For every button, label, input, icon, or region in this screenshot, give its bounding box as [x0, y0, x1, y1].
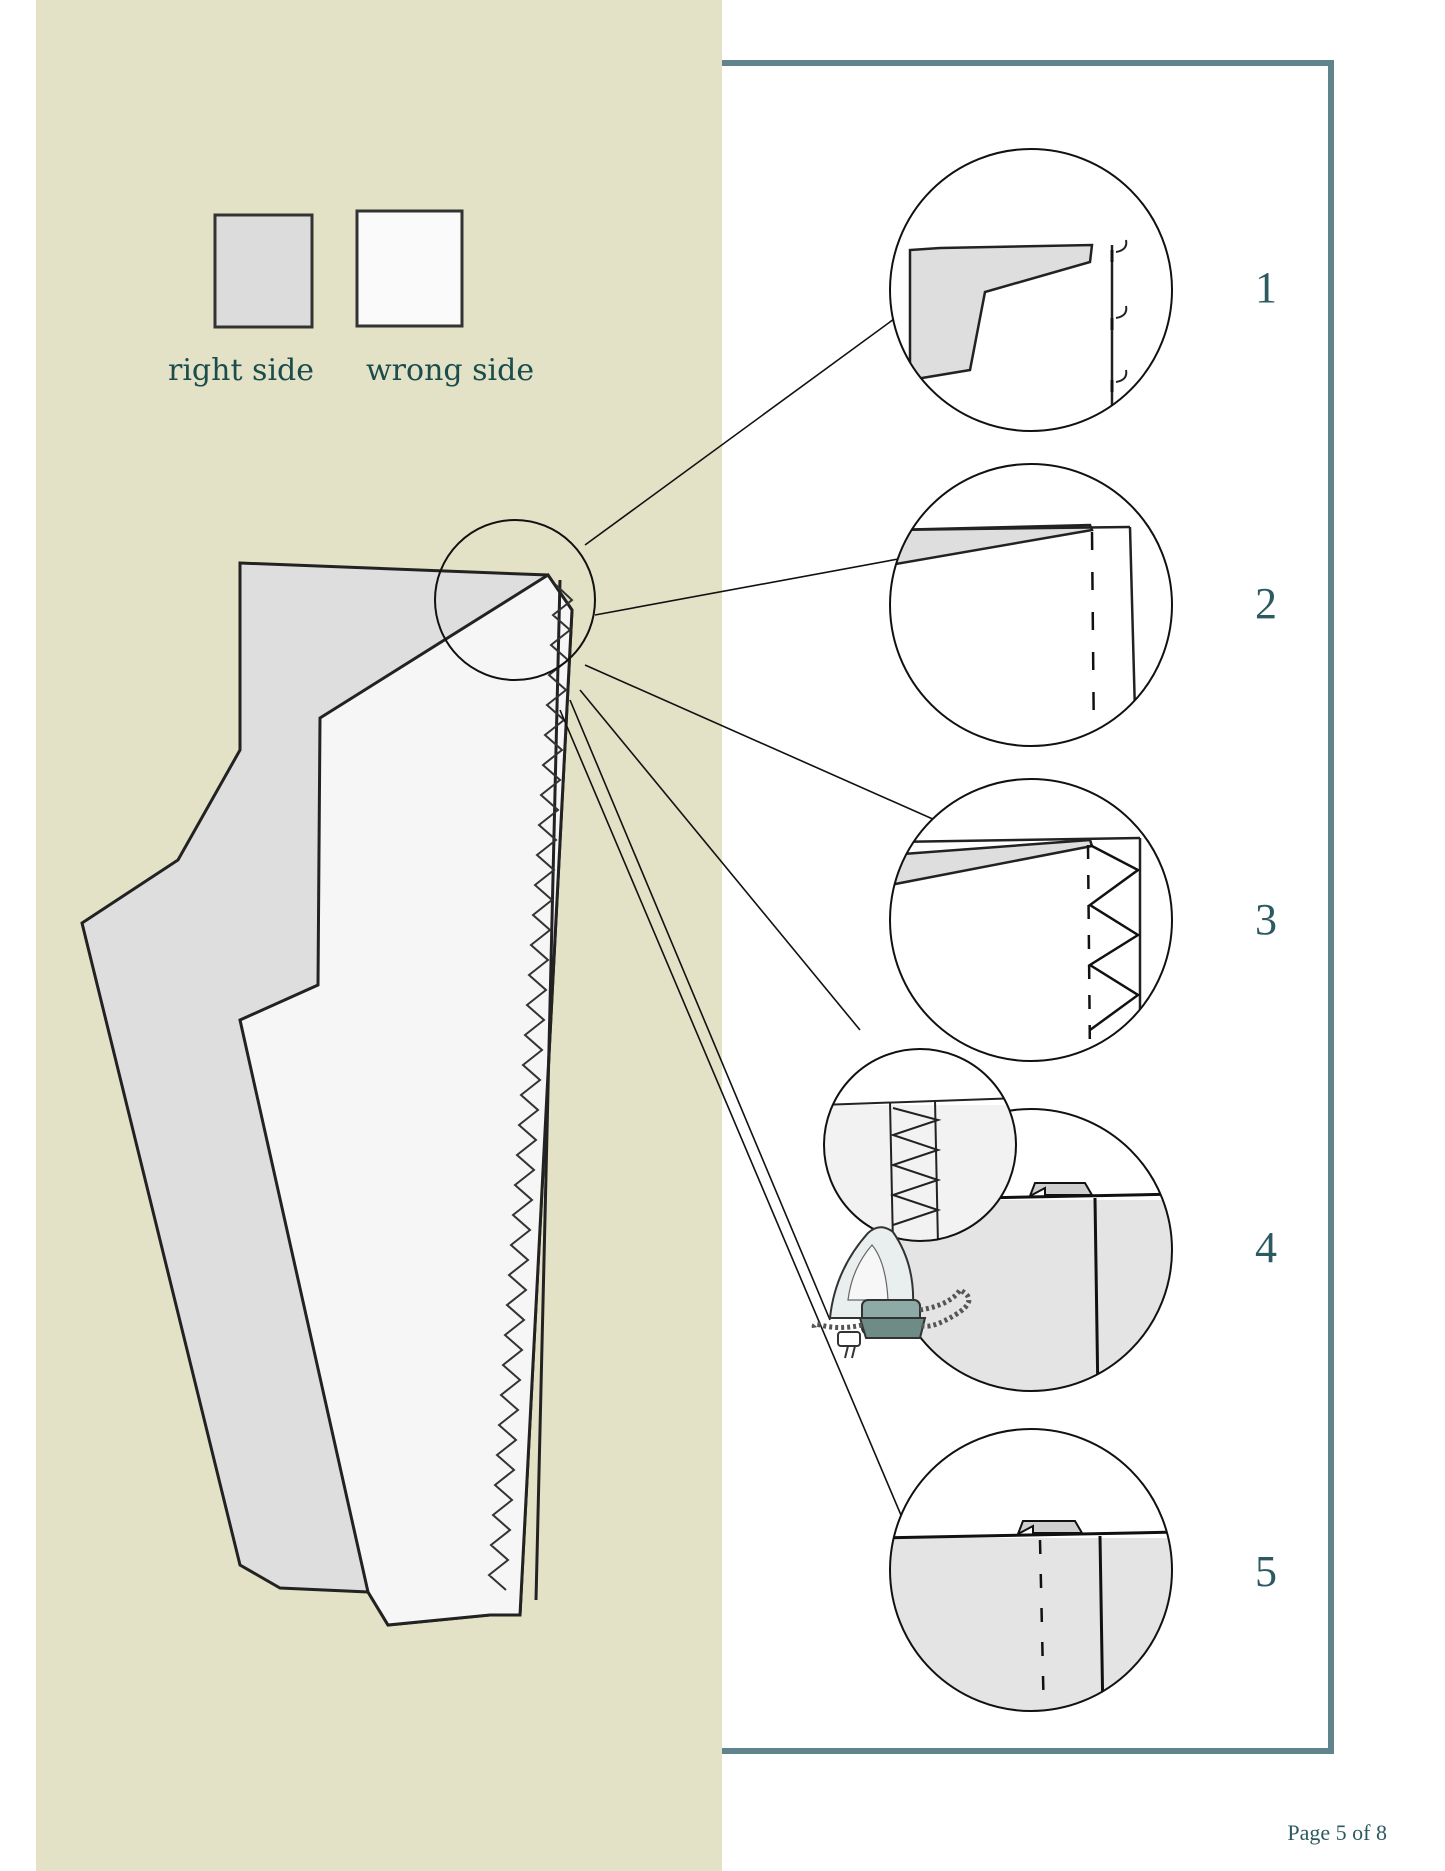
step-number-2: 2	[1255, 579, 1277, 628]
step-5-detail	[889, 1428, 1173, 1712]
leader-lines	[559, 299, 936, 1561]
page-number: Page 5 of 8	[1287, 1820, 1387, 1845]
right-side-label: right side	[168, 353, 315, 388]
step-number-1: 1	[1255, 263, 1277, 312]
step-2-detail	[889, 463, 1173, 747]
iron-icon	[811, 1226, 972, 1359]
step-3-detail	[889, 778, 1173, 1062]
right-side-swatch	[213, 213, 314, 329]
step-number-5: 5	[1255, 1547, 1277, 1596]
detail-magnifier-circle	[434, 519, 596, 681]
step-number-4: 4	[1255, 1223, 1277, 1272]
step-1-detail	[889, 148, 1173, 432]
wrong-side-label: wrong side	[366, 353, 535, 388]
serged-edge-zigzag	[487, 584, 574, 1591]
trouser-pattern-piece	[80, 561, 574, 1627]
step-number-3: 3	[1255, 895, 1277, 944]
wrong-side-swatch	[355, 209, 464, 328]
